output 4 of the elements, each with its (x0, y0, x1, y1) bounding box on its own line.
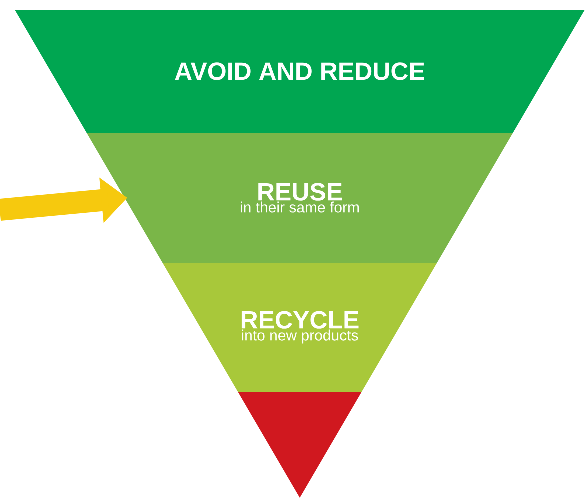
pyramid-band: AVOID AND REDUCE (15, 10, 585, 133)
pyramid-band: RECYCLE into new products (162, 263, 438, 392)
triangle-band (238, 392, 362, 498)
pyramid-band: REUSE in their same form (86, 133, 514, 263)
